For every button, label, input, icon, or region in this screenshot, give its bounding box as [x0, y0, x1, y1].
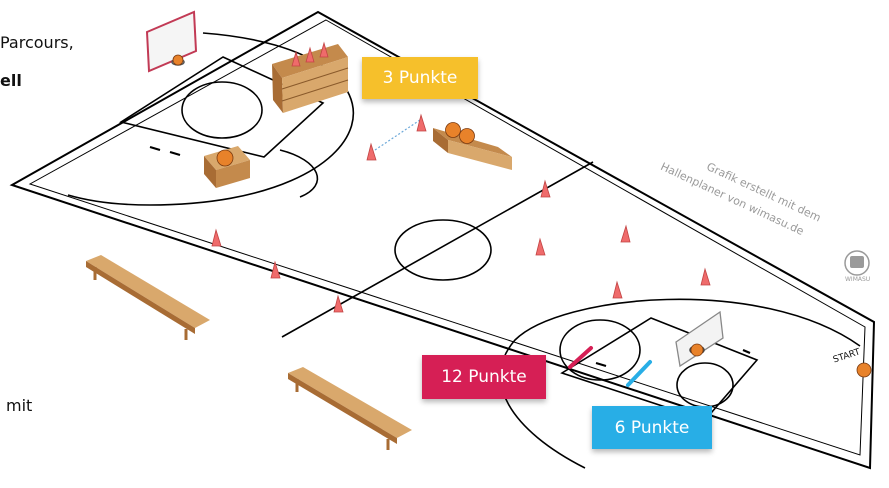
label-6-points: 6 Punkte: [592, 406, 712, 449]
wimasu-logo-icon: [845, 251, 869, 275]
ball-icon: [173, 55, 183, 65]
ball-icon: [460, 129, 475, 144]
ball-icon: [217, 150, 233, 166]
start-ball-icon: [857, 363, 871, 377]
label-3-points: 3 Punkte: [362, 57, 478, 99]
backboard-top-left: [147, 0, 196, 71]
bench-left: [86, 255, 210, 340]
label-12-points: 12 Punkte: [422, 355, 546, 399]
watermark-logo-text: WIMASU: [845, 276, 870, 283]
ball-icon: [446, 123, 461, 138]
ball-icon: [691, 344, 703, 356]
bench-bottom: [288, 367, 412, 450]
